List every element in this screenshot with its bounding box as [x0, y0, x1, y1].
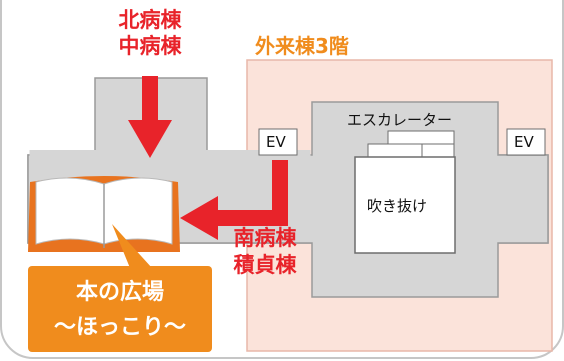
- open-book-icon: [28, 176, 180, 252]
- area-name-line1: 本の広場: [75, 280, 164, 305]
- outpatient-building-label: 外来棟3階: [255, 34, 349, 58]
- escalator-top: [387, 130, 455, 145]
- north-wing-label-2: 中病棟: [118, 34, 182, 58]
- south-wing-label-1: 南病棟: [233, 226, 297, 250]
- ev-right-label: EV: [514, 133, 534, 151]
- north-wing-label-1: 北病棟: [118, 8, 182, 32]
- ev-left-box: [258, 128, 298, 156]
- escalator-label: エスカレーター: [347, 111, 453, 129]
- south-wing-label-2: 積貞棟: [233, 253, 297, 277]
- arrow-left-icon: [180, 160, 288, 240]
- arrow-down-icon: [128, 76, 172, 158]
- atrium-area: [354, 156, 456, 254]
- ev-left-label: EV: [266, 133, 286, 151]
- area-callout: [28, 224, 212, 352]
- atrium-label: 吹き抜け: [367, 197, 428, 215]
- area-name-line2: 〜ほっこり〜: [53, 315, 186, 340]
- ev-right-box: [506, 128, 546, 156]
- escalator-left: [367, 143, 423, 158]
- escalator-right: [421, 143, 455, 158]
